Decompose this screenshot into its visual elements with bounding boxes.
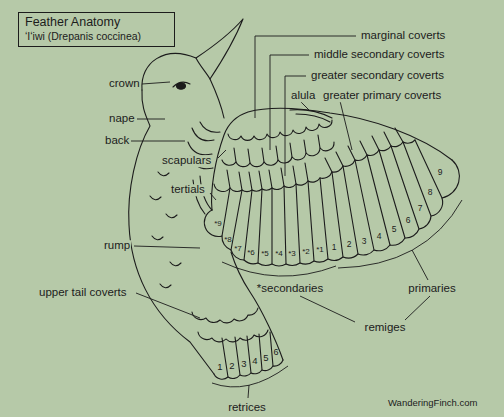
throat-outline (210, 79, 224, 118)
upper-tail-coverts (192, 308, 258, 323)
primary-number: 7 (418, 204, 423, 213)
secondary-number: *5 (261, 250, 269, 258)
secondary-number: *9 (214, 220, 222, 228)
marginal-coverts (228, 120, 332, 140)
retrix-number: 6 (273, 348, 278, 357)
alula-feathers (290, 110, 332, 122)
part-label: nape (108, 113, 136, 125)
secondary-number: *1 (316, 246, 324, 254)
part-label: alula (290, 90, 316, 102)
part-label: upper tail coverts (38, 287, 128, 299)
body-outline (129, 90, 214, 374)
secondary-number: *8 (224, 236, 232, 244)
retrix-number: 2 (229, 361, 234, 371)
secondary-number: *2 (302, 248, 310, 256)
secondaries-bracket (222, 262, 336, 276)
leader-lines (131, 36, 462, 398)
primary-number: 3 (362, 237, 367, 246)
leader-line (405, 296, 430, 320)
group-label: *secondaries (256, 283, 324, 295)
primary-number: 6 (406, 216, 411, 225)
leader-line (134, 246, 200, 248)
diagram-subtitle: ʻIʻiwi (Drepanis coccinea) (25, 30, 168, 43)
part-label: back (104, 135, 130, 147)
beak (196, 19, 243, 79)
retrices-bracket (212, 366, 288, 387)
remex-lines (222, 140, 442, 264)
group-label: remiges (364, 322, 407, 334)
leader-line (248, 385, 249, 398)
belly-outline (231, 252, 283, 360)
primary-number: 1 (332, 243, 337, 252)
group-label: retrices (227, 402, 267, 414)
leader-line (300, 101, 310, 111)
primary-number: 9 (438, 168, 443, 177)
wing-outline (212, 108, 452, 210)
group-label: primaries (407, 283, 456, 295)
retrix-number: 1 (217, 362, 222, 372)
primary-number: 2 (347, 240, 352, 249)
part-label: greater primary coverts (322, 90, 442, 102)
primary-number: 8 (428, 188, 433, 197)
primary-number: 4 (377, 232, 382, 241)
secondary-number: *7 (234, 245, 242, 253)
eye-ring (173, 82, 190, 87)
tail-feather-lines (222, 332, 273, 377)
part-label: scapulars (161, 155, 212, 167)
secondary-number: *4 (275, 250, 283, 258)
greater-primary-covert-lines (325, 128, 403, 172)
primary-number: 5 (392, 225, 397, 234)
primaries-bracket (338, 200, 462, 268)
part-label: crown (108, 78, 141, 90)
secondary-number: *3 (288, 250, 296, 258)
title-box: Feather AnatomyʻIʻiwi (Drepanis coccinea… (18, 12, 175, 47)
secondary-number: *6 (247, 249, 255, 257)
leader-line (218, 150, 226, 158)
part-label: tertials (170, 184, 206, 196)
watermark: WanderingFinch.com (388, 398, 477, 408)
diagram-title: Feather Anatomy (25, 15, 168, 30)
leader-line (142, 82, 170, 84)
head-outline (142, 54, 196, 90)
leader-line (300, 296, 355, 322)
bird-drawing (129, 19, 460, 379)
leader-line (412, 250, 428, 280)
upper-tail-coverts (198, 330, 268, 342)
greater-secondary-covert-lines (227, 163, 308, 190)
wing-trailing-edge (204, 160, 459, 266)
retrix-number: 5 (263, 353, 268, 363)
middle-secondary-coverts (222, 142, 334, 167)
leader-line (136, 293, 200, 318)
leader-line (270, 55, 309, 150)
retrix-number: 3 (241, 359, 246, 369)
leader-line (210, 193, 216, 200)
leader-line (340, 101, 352, 150)
part-label: rump (103, 240, 131, 252)
leader-line (131, 141, 185, 142)
retrix-number: 4 (252, 356, 257, 366)
part-label: middle secondary coverts (313, 49, 445, 61)
leader-line (137, 119, 165, 120)
part-label: marginal coverts (360, 30, 446, 42)
middle-covert-lines (234, 135, 320, 163)
part-label: greater secondary coverts (310, 70, 445, 82)
greater-primary-coverts (320, 140, 415, 178)
